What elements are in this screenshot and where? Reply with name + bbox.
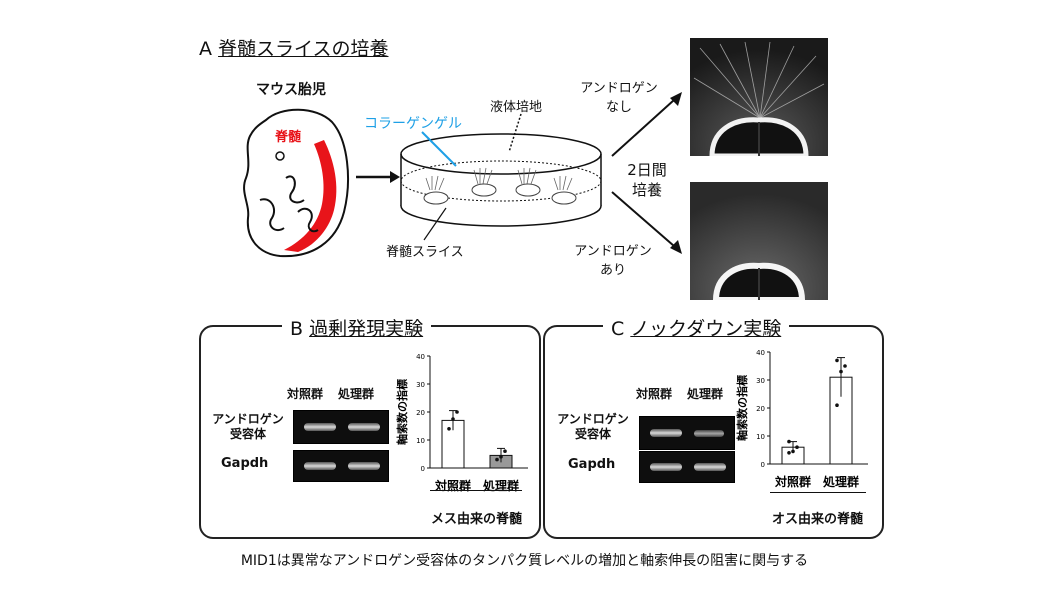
chart-b-y-label: 軸索数の指標 <box>395 379 409 445</box>
panel-a-title-text: 脊髄スライスの培養 <box>218 38 389 60</box>
panel-b-title-text: 過剰発現実験 <box>309 318 424 340</box>
b-source-line <box>430 490 522 491</box>
chart-b-point <box>503 449 507 453</box>
chart-b-y-tick-label: 40 <box>416 353 425 361</box>
micrograph-no-androgen <box>690 38 828 156</box>
c-blot-ar <box>639 416 735 450</box>
collagen-gel-label: コラーゲンゲル <box>364 116 462 132</box>
chart-b: 0 10 20 30 40 軸索数の指標対照群処理群 <box>395 353 528 493</box>
chart-b-point <box>455 410 459 414</box>
chart-b-y-tick-label: 0 <box>421 465 425 473</box>
with-androgen-line2: あり <box>599 263 626 278</box>
b-row-ar-line1: アンドロゲン <box>212 412 284 426</box>
chart-c-point <box>791 449 795 454</box>
collagen-pointer-line <box>421 131 457 167</box>
c-band-gapdh-control <box>650 463 682 471</box>
spinal-cord-label: 脊髄 <box>275 130 302 145</box>
spinal-cord-shape <box>284 140 337 252</box>
mouse-embryo-illustration <box>243 108 349 258</box>
b-row-ar-label: アンドロゲン 受容体 <box>205 412 291 442</box>
with-androgen-label: アンドロゲン あり <box>568 240 658 278</box>
chart-b-point <box>495 457 499 462</box>
with-androgen-line1: アンドロゲン <box>574 244 652 259</box>
chart-b-y-tick-label: 30 <box>416 381 425 389</box>
panel-a-letter: A <box>199 38 212 60</box>
chart-c-x-label-0: 対照群 <box>774 474 811 489</box>
chart-b-point <box>451 417 455 421</box>
chart-b-point <box>447 427 451 431</box>
chart-c-y-tick-label: 20 <box>756 405 765 413</box>
chart-b-x-label-1: 処理群 <box>482 478 519 493</box>
panel-a-title: A 脊髄スライスの培養 <box>199 34 388 61</box>
culture-line2: 培養 <box>631 181 662 199</box>
chart-c-y-tick-label: 30 <box>756 377 765 385</box>
c-source-line <box>770 492 866 493</box>
slice-pointer-line <box>423 207 447 241</box>
chart-c-x-label-1: 処理群 <box>822 474 859 489</box>
b-blot-ar <box>293 410 389 444</box>
b-band-ar-treated <box>348 423 380 431</box>
b-row-gapdh-label: Gapdh <box>221 456 269 471</box>
chart-b-x-label-0: 対照群 <box>434 478 471 493</box>
c-source-label: オス由来の脊髄 <box>772 512 864 527</box>
c-col-treated: 処理群 <box>687 387 724 401</box>
panel-c-title-text: ノックダウン実験 <box>630 318 782 340</box>
chart-b-point <box>499 455 503 459</box>
c-row-ar-line2: 受容体 <box>574 427 611 441</box>
outcome-arrows <box>611 92 682 254</box>
no-androgen-label: アンドロゲン なし <box>574 77 664 115</box>
chart-c-y-tick-label: 40 <box>756 349 765 357</box>
c-band-ar-control <box>650 429 682 437</box>
chart-c: 0 10 20 30 40 軸索数の指標対照群処理群 <box>735 349 868 489</box>
culture-duration-label: 2日間 培養 <box>622 160 672 200</box>
chart-b-y-tick-label: 20 <box>416 409 425 417</box>
b-band-gapdh-control <box>304 462 336 470</box>
c-row-ar-label: アンドロゲン 受容体 <box>549 412 637 442</box>
medium-pointer-line <box>508 113 522 153</box>
b-source-label: メス由来の脊髄 <box>431 512 523 527</box>
b-col-control: 対照群 <box>287 387 324 401</box>
figure-caption: MID1は異常なアンドロゲン受容体のタンパク質レベルの増加と軸索伸長の阻害に関与… <box>240 553 809 569</box>
arrow-right-icon <box>356 171 400 183</box>
c-blot-gapdh <box>639 451 735 483</box>
b-col-treated: 処理群 <box>338 387 375 401</box>
micrograph-with-androgen <box>690 182 828 300</box>
b-row-ar-line2: 受容体 <box>229 427 266 441</box>
c-band-ar-treated <box>694 430 724 437</box>
c-col-control: 対照群 <box>636 387 673 401</box>
chart-b-y-tick-label: 10 <box>416 437 425 445</box>
chart-c-y-tick-label: 0 <box>761 461 765 469</box>
culture-dish-illustration <box>400 133 602 227</box>
chart-c-point <box>835 358 839 363</box>
no-androgen-line2: なし <box>605 100 632 115</box>
embryo-eye <box>275 151 285 161</box>
chart-c-point <box>839 369 843 374</box>
spinal-slice-label: 脊髄スライス <box>386 245 464 260</box>
chart-c-point <box>787 451 791 455</box>
panel-b-letter: B <box>290 318 304 340</box>
panel-c-title: C ノックダウン実験 <box>603 314 790 341</box>
b-blot-gapdh <box>293 450 389 482</box>
no-androgen-line1: アンドロゲン <box>580 81 658 96</box>
chart-c-point <box>843 364 847 368</box>
panel-b-title: B 過剰発現実験 <box>282 314 432 341</box>
culture-line1: 2日間 <box>627 161 667 179</box>
chart-c-point <box>795 445 799 449</box>
c-row-ar-line1: アンドロゲン <box>557 412 629 426</box>
chart-c-point <box>835 403 839 407</box>
c-band-gapdh-treated <box>694 463 726 471</box>
chart-c-point <box>787 439 791 444</box>
chart-c-y-label: 軸索数の指標 <box>735 375 749 441</box>
chart-c-y-tick-label: 10 <box>756 433 765 441</box>
b-band-ar-control <box>304 423 336 431</box>
panel-b-box <box>199 325 541 539</box>
b-band-gapdh-treated <box>348 462 380 470</box>
panel-c-letter: C <box>611 318 625 340</box>
liquid-medium-label: 液体培地 <box>490 100 543 115</box>
c-row-gapdh-label: Gapdh <box>568 457 616 472</box>
embryo-label: マウス胎児 <box>256 82 326 98</box>
